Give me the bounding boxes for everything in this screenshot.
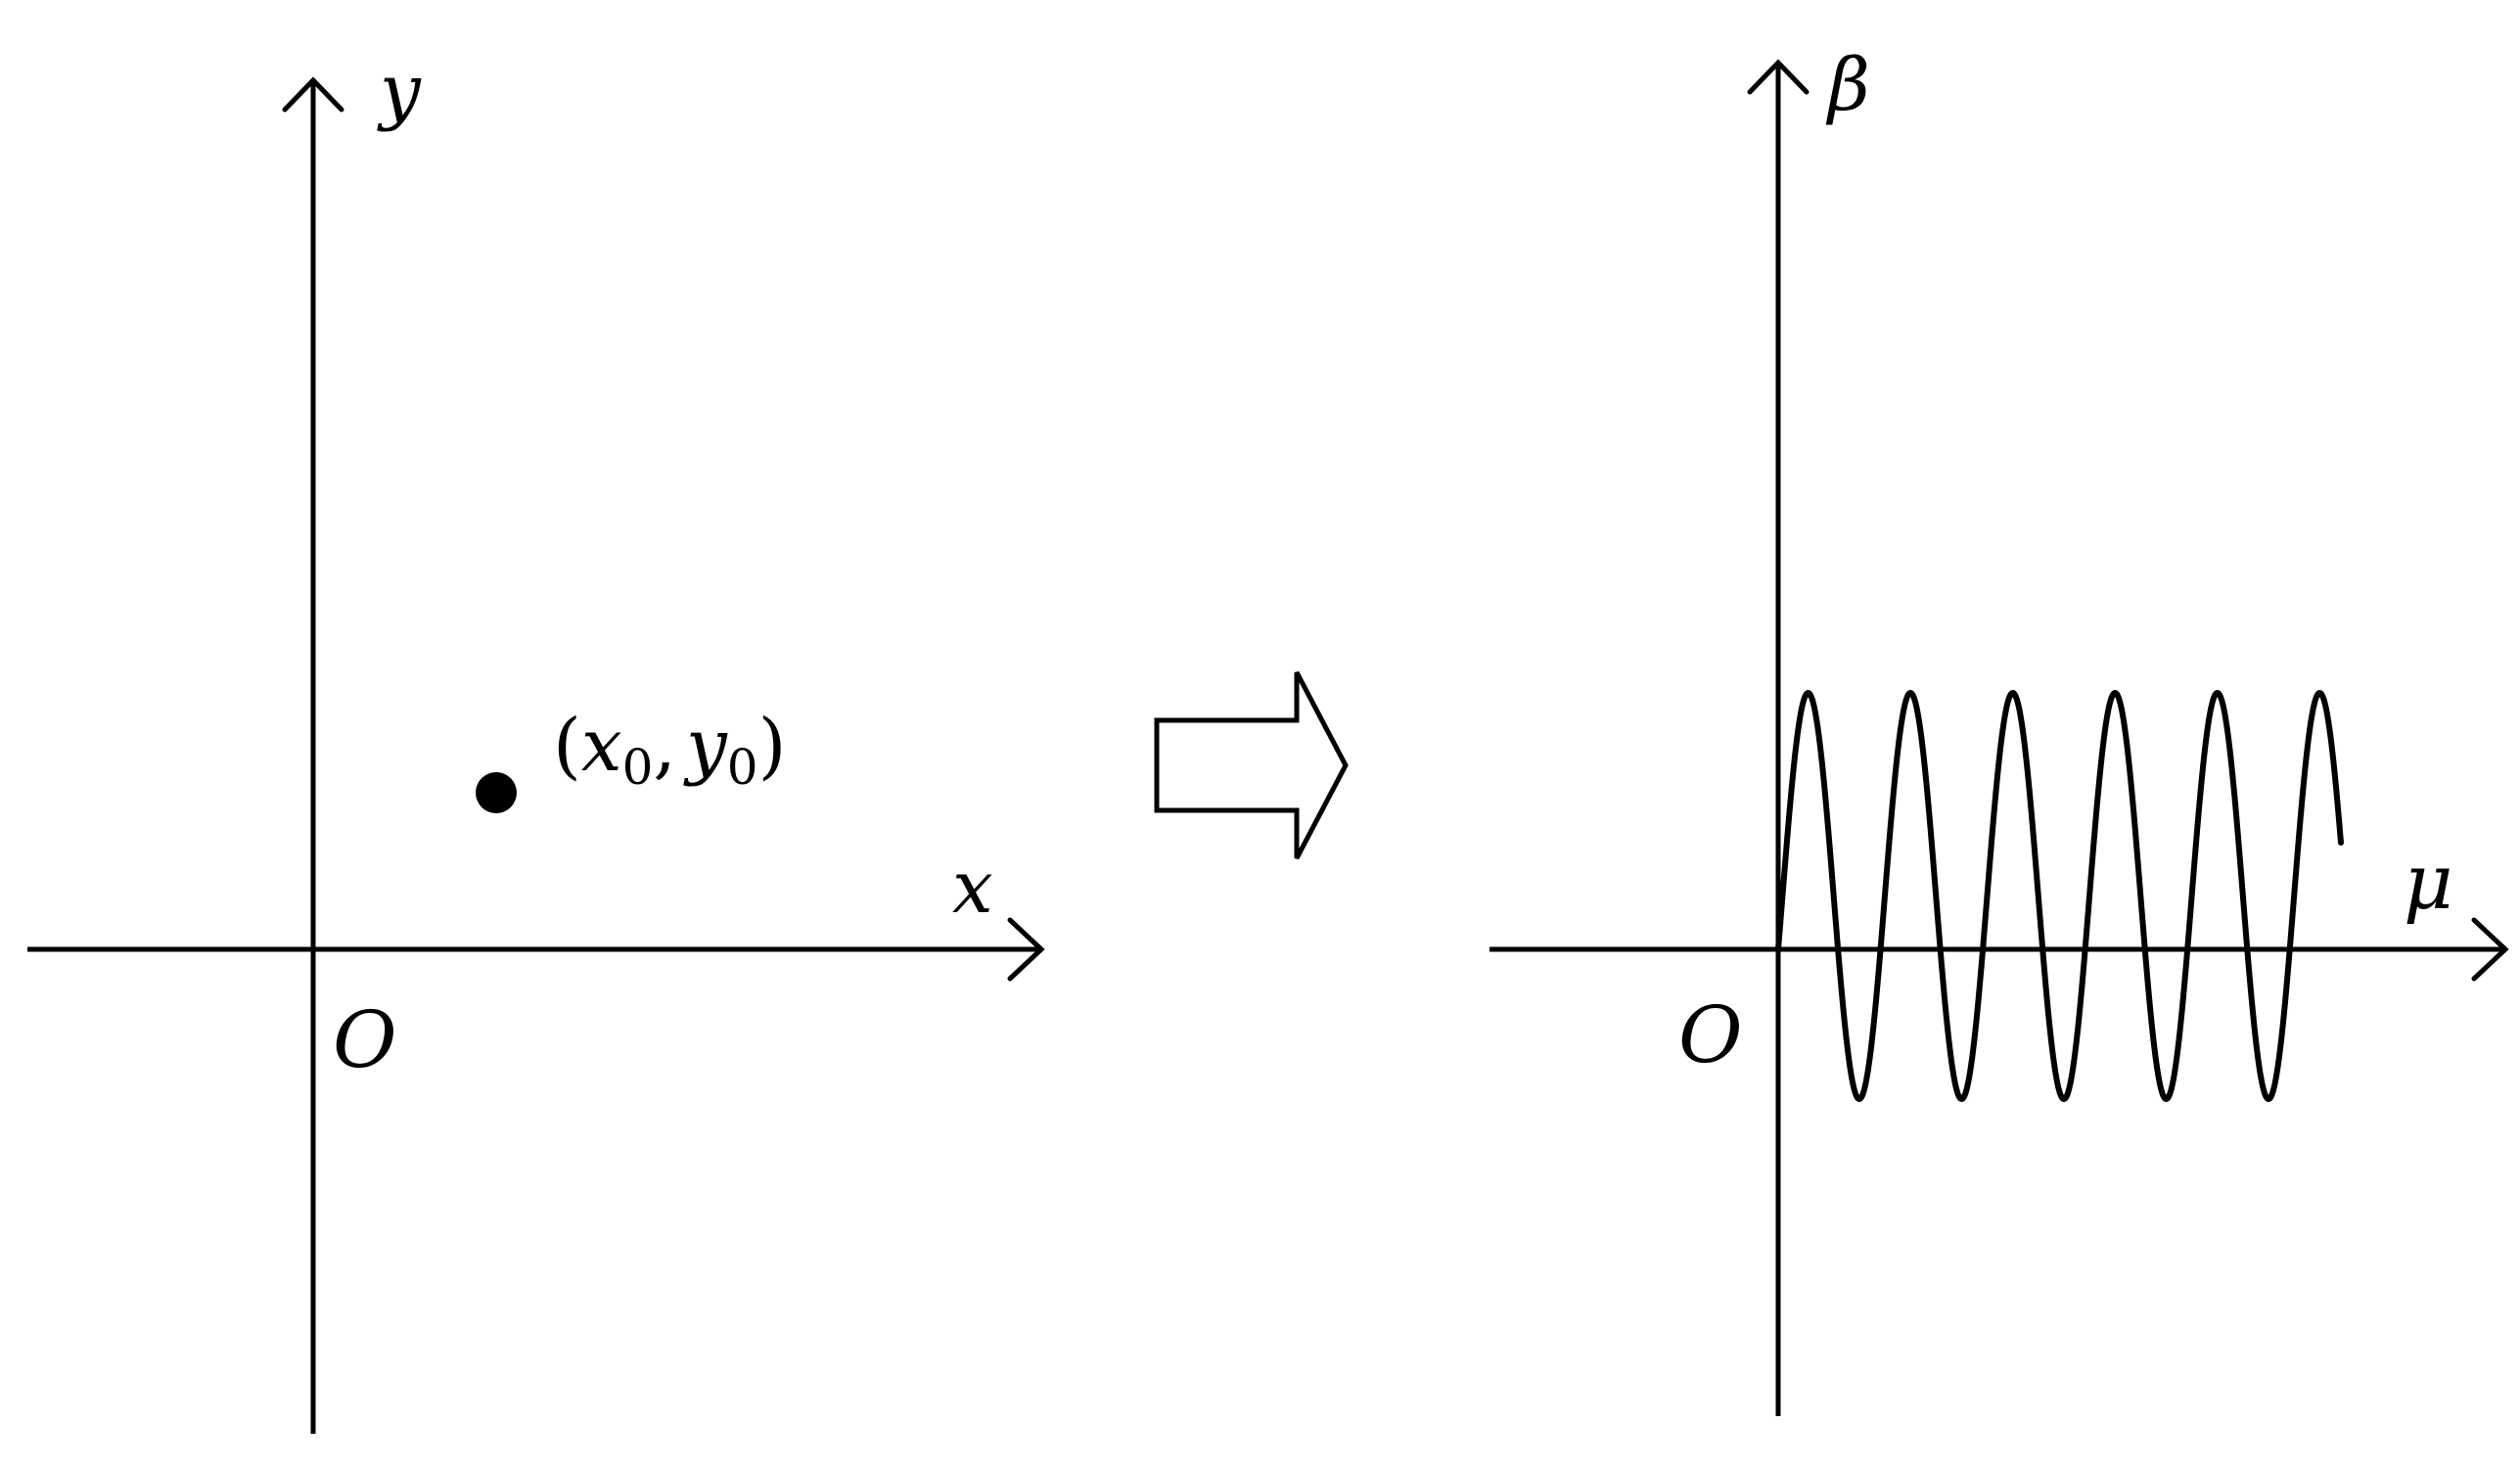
- sinusoid-curve: [1775, 690, 2344, 1102]
- point-label: (x0,y0): [553, 704, 786, 796]
- transform-arrow: [1154, 670, 1349, 860]
- left-y-axis-label: y: [377, 49, 422, 133]
- right-panel: β μ O: [1489, 43, 2509, 1416]
- point-label-x-subscript: 0: [622, 739, 654, 796]
- point-label-y-var: y: [683, 704, 728, 788]
- left-origin-label: O: [333, 994, 397, 1085]
- right-y-axis-label: β: [1825, 43, 1870, 127]
- right-y-arrowhead: [1747, 59, 1810, 95]
- right-x-arrowhead: [2471, 917, 2509, 982]
- point-marker: [476, 772, 517, 813]
- point-label-open-paren: (: [553, 704, 581, 788]
- block-arrow-icon: [1154, 670, 1349, 860]
- point-label-x-var: x: [581, 704, 622, 788]
- left-panel: y x O (x0,y0): [27, 49, 1045, 1434]
- right-x-axis-label: μ: [2404, 839, 2453, 927]
- right-origin-label: O: [1678, 989, 1743, 1080]
- point-label-close-paren: ): [758, 704, 787, 788]
- left-x-axis-label: x: [952, 846, 993, 930]
- left-x-arrowhead: [1007, 917, 1045, 982]
- point-label-comma: ,: [653, 704, 676, 788]
- point-label-y-subscript: 0: [727, 739, 758, 796]
- left-y-arrowhead: [282, 76, 344, 113]
